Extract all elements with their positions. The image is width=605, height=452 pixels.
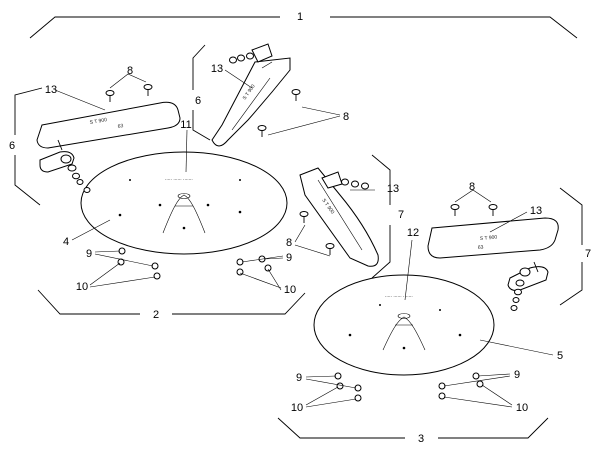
blade-code-r: S T 900 xyxy=(480,234,498,242)
blade-holder-left xyxy=(39,139,91,193)
disc-label-left: ..... ...... ....... xyxy=(165,176,193,182)
cutting-disc-left: ..... ...... ....... xyxy=(80,151,288,255)
callout-7-left: 7 xyxy=(398,209,404,221)
callout-6-left: 6 xyxy=(9,140,15,152)
callout-8-middle: 8 xyxy=(286,237,292,249)
callout-9-right-a: 9 xyxy=(296,372,302,384)
bracket-6-left xyxy=(14,87,43,206)
callout-4: 4 xyxy=(63,236,69,248)
bracket-6-right xyxy=(192,44,211,141)
callout-9-left-a: 9 xyxy=(86,248,92,260)
fasteners-right-disc xyxy=(334,372,484,402)
skid-top-center: S T 900 xyxy=(211,43,301,147)
blade-mark-tl: 63 xyxy=(117,123,124,130)
callout-10-right-a: 10 xyxy=(291,402,303,414)
skid-middle: S T 900 xyxy=(299,167,379,267)
leader-lines xyxy=(54,69,554,408)
callout-2: 2 xyxy=(153,309,159,321)
bracket-1 xyxy=(29,16,578,39)
bolts-8-right xyxy=(450,189,498,216)
callout-10-left-a: 10 xyxy=(76,281,88,293)
callout-13-left: 13 xyxy=(45,84,57,96)
blade-holder-right xyxy=(507,261,549,311)
disc-label-right: ..... ...... ....... xyxy=(385,293,413,299)
bracket-7-left xyxy=(371,154,391,279)
blade-code-tl: S T 900 xyxy=(89,117,107,126)
blade-top-left: S T 900 63 xyxy=(36,101,181,149)
callout-7-right: 7 xyxy=(585,248,591,260)
callout-9-right-b: 9 xyxy=(514,369,520,381)
fasteners-left-disc xyxy=(117,247,272,280)
callout-labels: 1 2 3 4 5 6 6 7 7 8 8 8 8 9 9 9 9 10 10 … xyxy=(9,11,591,445)
blade-mark-r: 63 xyxy=(478,245,484,251)
callout-1: 1 xyxy=(297,11,303,23)
callout-13-top: 13 xyxy=(211,63,223,75)
callout-5: 5 xyxy=(557,350,563,362)
bracket-2 xyxy=(37,289,306,315)
callout-8-top-right: 8 xyxy=(343,111,349,123)
callout-10-right-b: 10 xyxy=(516,402,528,414)
callout-9-left-b: 9 xyxy=(286,252,292,264)
callout-10-left-b: 10 xyxy=(284,284,296,296)
callout-13-middle: 13 xyxy=(387,183,399,195)
callout-6-right: 6 xyxy=(195,95,201,107)
cutting-disc-right: ..... ...... ....... xyxy=(313,274,495,376)
callout-8-top-left: 8 xyxy=(127,65,133,77)
bolts-8-top-left xyxy=(105,73,153,102)
callout-8-right: 8 xyxy=(469,181,475,193)
blade-right: S T 900 63 xyxy=(427,217,559,259)
callout-13-right: 13 xyxy=(530,205,542,217)
bracket-3 xyxy=(277,417,549,439)
callout-3: 3 xyxy=(418,433,424,445)
callout-12: 12 xyxy=(407,227,419,239)
bracket-7-right xyxy=(559,187,583,306)
callout-11: 11 xyxy=(180,119,191,131)
